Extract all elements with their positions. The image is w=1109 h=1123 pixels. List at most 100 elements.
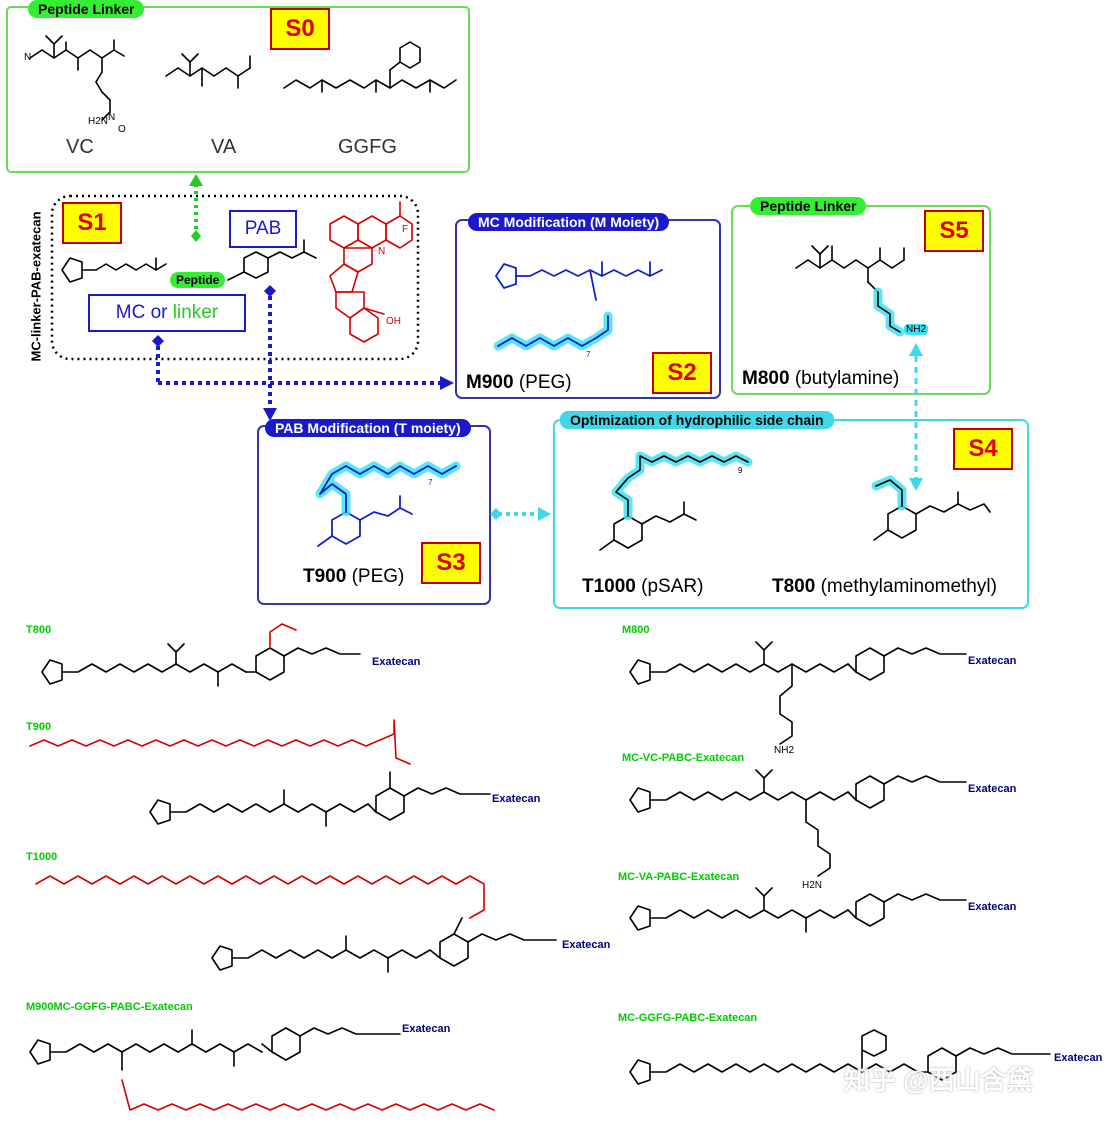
s0-tag: S0 xyxy=(270,8,330,50)
m800-full-payload: Exatecan xyxy=(968,655,1017,667)
ggfg-label: GGFG xyxy=(338,136,397,158)
mc-vc-full-h2n-atom: H2N xyxy=(802,880,823,891)
s1-linker-structure xyxy=(61,239,317,283)
connector-s1-s2 xyxy=(152,335,454,390)
m900-desc: (PEG) xyxy=(518,372,572,393)
vc-nh-atom: N xyxy=(108,112,116,123)
m800-full-label: M800 xyxy=(622,624,650,636)
mc-va-full-payload: Exatecan xyxy=(968,901,1017,913)
connector-s4-s5 xyxy=(909,343,923,491)
t1000-full-psar xyxy=(35,875,485,919)
t1000-full-payload: Exatecan xyxy=(562,939,611,951)
t1000-name: T1000 xyxy=(582,576,636,597)
t1000-psar-subscript: 9 xyxy=(738,466,743,475)
t800-full-label: T800 xyxy=(26,624,52,636)
mc-vc-full-structure xyxy=(629,769,967,877)
watermark: 知乎 @西山含黛 xyxy=(844,1065,1033,1095)
mc-vc-full-payload: Exatecan xyxy=(968,783,1017,795)
t800-label: T800 (methylaminomethyl) xyxy=(772,576,997,598)
vc-structure xyxy=(29,35,125,121)
vc-o-atom: O xyxy=(118,124,126,135)
t900-full-peg xyxy=(29,719,411,765)
t1000-structure xyxy=(599,501,697,551)
t900-full-structure xyxy=(149,771,491,827)
t900-full-payload: Exatecan xyxy=(492,793,541,805)
s1-frame xyxy=(50,194,420,361)
t800-name: T800 xyxy=(772,576,816,597)
vc-label: VC xyxy=(66,136,94,158)
m800-full-nh2-atom: NH2 xyxy=(774,745,795,756)
ggfg-structure xyxy=(283,41,457,93)
s2-tag: S2 xyxy=(652,352,712,394)
t800-structure xyxy=(873,491,991,541)
m900-label: M900 (PEG) xyxy=(466,372,572,394)
vc-n-atom: N xyxy=(24,52,32,63)
s3-tag: S3 xyxy=(421,542,481,584)
s0-header: Peptide Linker xyxy=(28,0,145,18)
t1000-label: T1000 (pSAR) xyxy=(582,576,703,598)
t800-full-payload: Exatecan xyxy=(372,656,421,668)
mc-vc-full-label: MC-VC-PABC-Exatecan xyxy=(622,752,745,764)
connector-s3-s4 xyxy=(490,507,551,521)
exatecan-structure xyxy=(329,201,413,343)
peptide-badge: Peptide xyxy=(170,272,226,288)
t800-full-side-chain xyxy=(269,623,297,649)
vc-h2n-atom: H2N xyxy=(88,116,109,127)
t900-full-label: T900 xyxy=(26,721,52,733)
m800-desc: (butylamine) xyxy=(794,368,900,389)
va-label: VA xyxy=(211,136,237,158)
va-structure xyxy=(165,53,251,89)
m900-structure xyxy=(495,261,663,301)
m800-structure xyxy=(795,245,905,293)
pab-box: PAB xyxy=(229,210,297,248)
mc-va-full-structure xyxy=(629,887,967,933)
t800-full-structure xyxy=(41,643,361,687)
s5-header: Peptide Linker xyxy=(750,197,867,215)
mc-or-linker-box: MC or linker xyxy=(88,294,246,332)
exatecan-n-atom: N xyxy=(378,246,386,257)
m800-full-structure xyxy=(629,641,967,745)
m800-butylamine-glow xyxy=(873,287,905,337)
mc-ggfg-full-payload: Exatecan xyxy=(1054,1052,1103,1064)
s1-side-title: MC-linker-PAB-exatecan xyxy=(28,211,44,362)
connector-s1-s3 xyxy=(263,285,277,421)
t1000-psar-glow xyxy=(611,451,753,521)
s5-tag: S5 xyxy=(924,210,984,252)
t900-name: T900 xyxy=(303,566,347,587)
m900-full-structure xyxy=(29,1027,401,1071)
m900-peg-subscript: 7 xyxy=(586,350,591,359)
m900-full-peg xyxy=(121,1079,495,1111)
mc-or-text: MC or xyxy=(115,302,168,323)
t900-label: T900 (PEG) xyxy=(303,566,404,588)
t900-structure xyxy=(317,495,413,547)
t900-peg-subscript: 7 xyxy=(428,478,433,487)
mc-ggfg-full-label: MC-GGFG-PABC-Exatecan xyxy=(618,1012,758,1024)
t800-methylaminomethyl-glow xyxy=(871,475,907,511)
s1-tag: S1 xyxy=(62,202,122,244)
t1000-desc: (pSAR) xyxy=(641,576,704,597)
m800-name: M800 xyxy=(742,368,790,389)
mc-va-full-label: MC-VA-PABC-Exatecan xyxy=(618,871,740,883)
t900-desc: (PEG) xyxy=(351,566,405,587)
linker-text: linker xyxy=(172,302,219,323)
exatecan-f-atom: F xyxy=(402,224,409,235)
s3-header: PAB Modification (T moiety) xyxy=(265,419,471,437)
m900-name: M900 xyxy=(466,372,514,393)
m900-peg-glow xyxy=(493,311,613,351)
m800-label: M800 (butylamine) xyxy=(742,368,899,390)
m900-full-payload: Exatecan xyxy=(402,1023,451,1035)
t1000-full-structure xyxy=(211,917,557,973)
s1-side-title-wrap: MC-linker-PAB-exatecan xyxy=(21,194,44,384)
s0-frame xyxy=(6,6,470,173)
s4-header: Optimization of hydrophilic side chain xyxy=(560,411,834,429)
t900-peg-glow xyxy=(315,461,461,517)
m800-nh2-atom: NH2 xyxy=(904,324,929,335)
connector-s1-s0 xyxy=(189,174,203,242)
exatecan-oh-atom: OH xyxy=(386,316,401,327)
s4-tag: S4 xyxy=(953,428,1013,470)
mc-ggfg-full-structure xyxy=(629,1029,1051,1085)
m900-full-label: M900MC-GGFG-PABC-Exatecan xyxy=(26,1001,193,1013)
s2-header: MC Modification (M Moiety) xyxy=(468,213,670,231)
t1000-full-label: T1000 xyxy=(26,851,58,863)
